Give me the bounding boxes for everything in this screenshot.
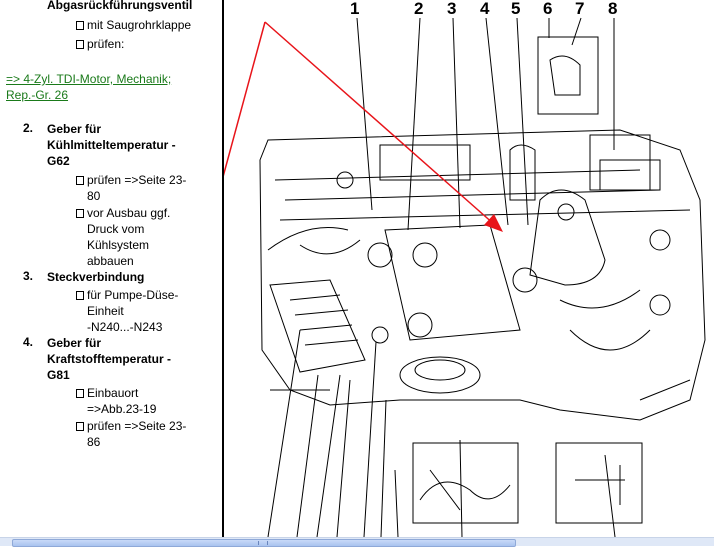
link-line[interactable]: => 4-Zyl. TDI-Motor, Mechanik; xyxy=(6,72,172,86)
item-title-g62: Geber für Kühlmitteltemperatur - G62 xyxy=(47,121,176,169)
cylinder-head xyxy=(384,224,521,341)
bullet-line: =>Abb.23-19 xyxy=(87,402,157,416)
bullet-line: 86 xyxy=(87,435,101,449)
bullet-line: prüfen =>Seite 23- xyxy=(87,173,187,187)
bullet-line: abbauen xyxy=(87,254,134,268)
pane-divider xyxy=(222,0,224,537)
item-title-g81: Geber für Kraftstofftemperatur - G81 xyxy=(47,335,171,383)
item-number: 4. xyxy=(23,335,34,349)
bullet-line: Druck vom xyxy=(87,222,145,236)
title-line: Kühlmitteltemperatur - xyxy=(47,138,176,152)
bullet-line: vor Ausbau ggf. xyxy=(87,206,171,220)
callout-2: 2 xyxy=(414,0,423,18)
inset-detail xyxy=(549,55,581,96)
heading-egr-valve: Abgasrückführungsventil xyxy=(47,0,193,12)
item-title-steckverbindung: Steckverbindung xyxy=(47,269,144,285)
bullet-item: prüfen =>Seite 23- 86 xyxy=(76,418,186,450)
bullet-item: für Pumpe-Düse- Einheit -N240...-N243 xyxy=(76,287,178,335)
scrollbar-thumb[interactable] xyxy=(12,539,516,547)
item-number: 3. xyxy=(23,269,34,283)
mechanik-link[interactable]: => 4-Zyl. TDI-Motor, Mechanik; Rep.-Gr. … xyxy=(6,71,171,103)
document-text-pane: Abgasrückführungsventil mit Saugrohrklap… xyxy=(0,0,222,537)
battery xyxy=(379,144,471,181)
coolant-reservoir xyxy=(529,189,606,286)
arrow-to-item-4 xyxy=(224,21,266,177)
callout-8: 8 xyxy=(608,0,617,18)
scroll-left-icon[interactable] xyxy=(0,539,10,545)
bullet-line: Kühlsystem xyxy=(87,238,150,252)
grip-icon xyxy=(258,541,268,545)
bullet-item: prüfen =>Seite 23- 80 xyxy=(76,172,186,204)
arrow-to-sensor xyxy=(264,21,496,226)
bullet-item: mit Saugrohrklappe xyxy=(76,17,191,33)
air-filter xyxy=(269,279,366,373)
callout-3: 3 xyxy=(447,0,456,18)
title-line: Geber für xyxy=(47,336,102,350)
bullet-line: für Pumpe-Düse- xyxy=(87,288,179,302)
bullet-item: Einbauort =>Abb.23-19 xyxy=(76,385,156,417)
callout-5: 5 xyxy=(511,0,520,18)
bullet-item: prüfen: xyxy=(76,36,124,52)
link-line[interactable]: Rep.-Gr. 26 xyxy=(6,88,69,102)
inset-bottom-right xyxy=(555,442,643,524)
turbocharger xyxy=(399,356,481,394)
bullet-line: 80 xyxy=(87,189,101,203)
bullet-line: -N240...-N243 xyxy=(87,320,163,334)
bullet-line: Einheit xyxy=(87,304,124,318)
inset-bottom-left xyxy=(412,442,519,524)
inset-detail xyxy=(419,465,625,511)
title-line: G81 xyxy=(47,368,70,382)
title-line: Steckverbindung xyxy=(47,270,145,284)
bullet-line: Einbauort xyxy=(87,386,139,400)
leader-lines xyxy=(267,17,616,537)
item-number: 2. xyxy=(23,121,34,135)
engine-bay-diagram: 1 2 3 4 5 6 7 8 xyxy=(224,0,706,537)
callout-1: 1 xyxy=(350,0,359,18)
callout-7: 7 xyxy=(575,0,584,18)
inset-top xyxy=(537,36,599,115)
engine-bay-outline xyxy=(259,129,706,421)
red-pointer-arrows xyxy=(224,21,503,232)
bullet-item: vor Ausbau ggf. Druck vom Kühlsystem abb… xyxy=(76,205,170,269)
title-line: G62 xyxy=(47,154,70,168)
bullet-line: prüfen =>Seite 23- xyxy=(87,419,187,433)
title-line: Kraftstofftemperatur - xyxy=(47,352,172,366)
title-line: Geber für xyxy=(47,122,102,136)
callout-6: 6 xyxy=(543,0,552,18)
callout-4: 4 xyxy=(480,0,490,18)
arrowhead xyxy=(484,214,503,232)
